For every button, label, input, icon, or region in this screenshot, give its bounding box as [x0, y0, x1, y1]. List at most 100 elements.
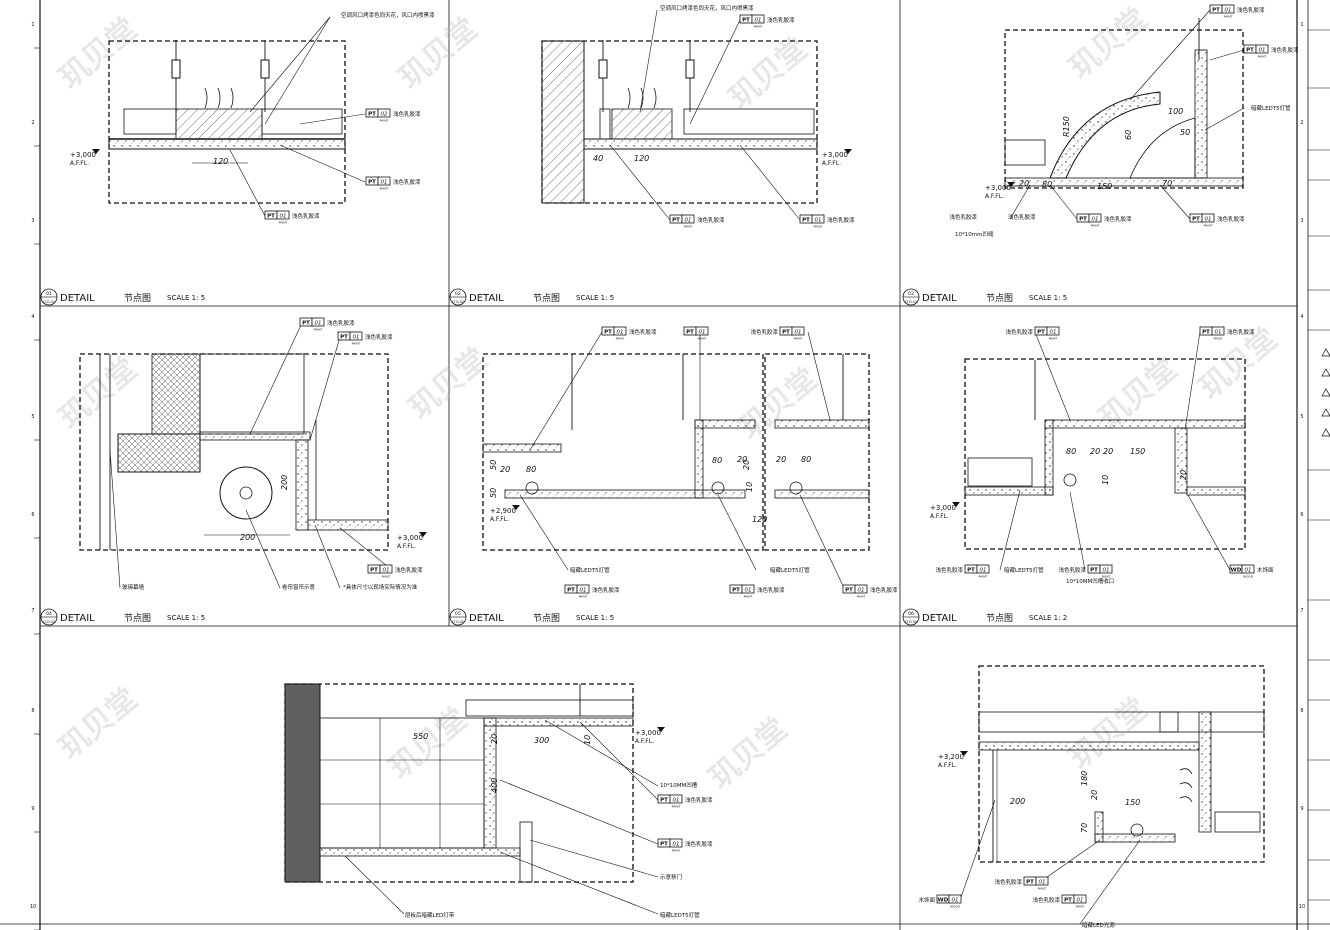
tag-code: PT [967, 568, 975, 574]
elevation-ref: A.F.FL. [490, 516, 509, 523]
dimension-d80: 80 [1042, 180, 1052, 189]
tag-code: PT [660, 798, 668, 804]
dimension-d20: 20 [1179, 470, 1188, 480]
note-paint-03: 浅色乳胶漆 [949, 213, 977, 221]
note-led-06: 暗藏LEDT5灯管 [1004, 566, 1044, 574]
tag-sub: PAINT [380, 187, 389, 191]
tag-number: 01 [1103, 568, 1110, 574]
tag-number: 01 [315, 321, 322, 327]
dimension-d80: 80 [1066, 447, 1076, 456]
detail-number: 01 [46, 291, 52, 297]
note-ac-vent-02: 空调风口烤漆色同天花，风口内喷黑漆 [660, 4, 754, 12]
triangle-marker-icon [1321, 428, 1330, 437]
dimension-d80: 80 [801, 455, 811, 464]
detail-scale: SCALE 1: 5 [1029, 294, 1067, 302]
tag-number: 01 [1225, 8, 1232, 14]
dimension-d20: 20 [500, 465, 510, 474]
grid-number: 9 [31, 806, 34, 812]
note-curtain-wall: 玻璃幕墙 [122, 583, 145, 591]
tag-note: 浅色乳胶漆 [994, 878, 1022, 886]
detail-cn-title: 节点图 [533, 613, 560, 624]
tag-code: WD [1231, 568, 1242, 574]
tag-sub: PAINT [754, 25, 763, 29]
elevation-marks: +3,000A.F.FL.+3,000A.F.FL.+3,000A.F.FL.+… [70, 149, 1015, 769]
tag-sub: PAINT [744, 595, 753, 599]
detail-word: DETAIL [60, 293, 95, 304]
detail-bottom-right-section [978, 665, 1265, 863]
elevation-ref: A.F.FL. [938, 762, 957, 769]
tag-number: 01 [1039, 880, 1046, 886]
detail-scale: SCALE 1: 5 [576, 294, 614, 302]
tag-code: PT [368, 112, 376, 118]
watermark-text: 玑贝堂 [1063, 691, 1154, 776]
note-led-br: 暗藏LED光源 [1082, 921, 1115, 929]
tag-sub: PAINT [684, 225, 693, 229]
tag-note: 木饰面 [1257, 566, 1274, 574]
tag-number: 01 [1245, 568, 1252, 574]
watermark-text: 玑贝堂 [1063, 1, 1154, 86]
dimension-d80: 80 [526, 465, 536, 474]
elevation-ref: A.F.FL. [822, 160, 841, 167]
note-led-05a: 暗藏LEDT5灯管 [570, 566, 610, 574]
detail-number: 05 [455, 611, 461, 617]
tag-sub: PAINT [279, 221, 288, 225]
tag-code: PT [660, 842, 668, 848]
tag-code: PT [1246, 48, 1254, 54]
dimension-d50: 50 [489, 488, 498, 498]
note-curtain-box: 卷帘窗帘示意 [282, 583, 316, 591]
tag-note: 浅色乳胶漆 [365, 333, 393, 341]
detail-number: 06 [908, 611, 914, 617]
tag-code: PT [370, 568, 378, 574]
tag-code: PT [302, 321, 310, 327]
tag-number: 01 [381, 180, 388, 186]
watermark-text: 玑贝堂 [393, 11, 484, 96]
tag-code: PT [845, 588, 853, 594]
tag-note: 浅色乳胶漆 [1237, 6, 1265, 14]
tag-sub: PAINT [1204, 224, 1213, 228]
watermark-text: 玑贝堂 [383, 701, 474, 786]
tag-note: 木饰面 [918, 896, 935, 904]
watermark-text: 玑贝堂 [53, 11, 144, 96]
grid-number: 5 [31, 414, 34, 420]
grid-number: 2 [31, 120, 34, 126]
dimension-d20: 20 [1103, 447, 1113, 456]
tag-note: 浅色乳胶漆 [1271, 46, 1299, 54]
tag-sub: PAINT [1038, 887, 1047, 891]
elevation-ref: A.F.FL. [985, 193, 1004, 200]
grid-number: 4 [31, 314, 34, 320]
dimension-d10: 10 [583, 735, 592, 745]
detail-scale: SCALE 1: 5 [576, 614, 614, 622]
detail-scale: SCALE 1: 5 [167, 614, 205, 622]
dimension-d200: 200 [1010, 797, 1025, 806]
detail-cn-title: 节点图 [533, 293, 560, 304]
tag-sub: PAINT [814, 225, 823, 229]
tag-code: PT [732, 588, 740, 594]
grid-number: 1 [1300, 22, 1303, 28]
tag-code: PT [672, 218, 680, 224]
watermark-text: 玑贝堂 [403, 341, 494, 426]
triangle-marker-icon [1321, 368, 1330, 377]
dimension-d20: 20 [1019, 179, 1029, 188]
note-groove-bl: 10*10MM凹槽 [660, 781, 698, 789]
tag-note: 浅色乳胶漆 [685, 796, 713, 804]
tag-number: 01 [383, 568, 390, 574]
tag-note: 浅色乳胶漆 [750, 328, 778, 336]
tag-sub: PAINT [672, 805, 681, 809]
